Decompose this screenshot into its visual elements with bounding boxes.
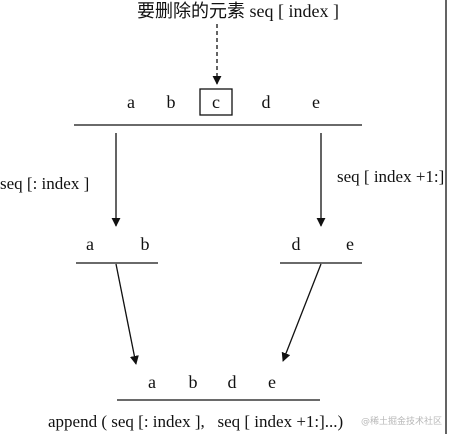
- bottom-item: e: [268, 372, 276, 392]
- top-item-highlighted: c: [212, 92, 220, 112]
- highlight-box: [199, 88, 233, 116]
- bottom-item: a: [148, 372, 156, 392]
- bottom-item: d: [228, 372, 237, 392]
- right-item: e: [346, 234, 354, 254]
- append-formula: append ( seq [: index ], seq [ index +1:…: [48, 412, 343, 431]
- top-item: a: [127, 92, 135, 112]
- left-merge-arrow: [115, 263, 139, 365]
- right-item: d: [292, 234, 301, 254]
- watermark: @稀土掘金技术社区: [361, 415, 442, 427]
- left-item: b: [141, 234, 150, 254]
- top-item: e: [312, 92, 320, 112]
- top-item: d: [262, 92, 271, 112]
- left-slice-label: seq [: index ]: [0, 174, 89, 193]
- diagram-title: 要删除的元素 seq [ index ]: [137, 1, 339, 21]
- bottom-item: b: [189, 372, 198, 392]
- right-slice-label: seq [ index +1:]: [337, 167, 444, 186]
- top-item: b: [167, 92, 176, 112]
- left-item: a: [86, 234, 94, 254]
- right-merge-arrow: [281, 263, 322, 362]
